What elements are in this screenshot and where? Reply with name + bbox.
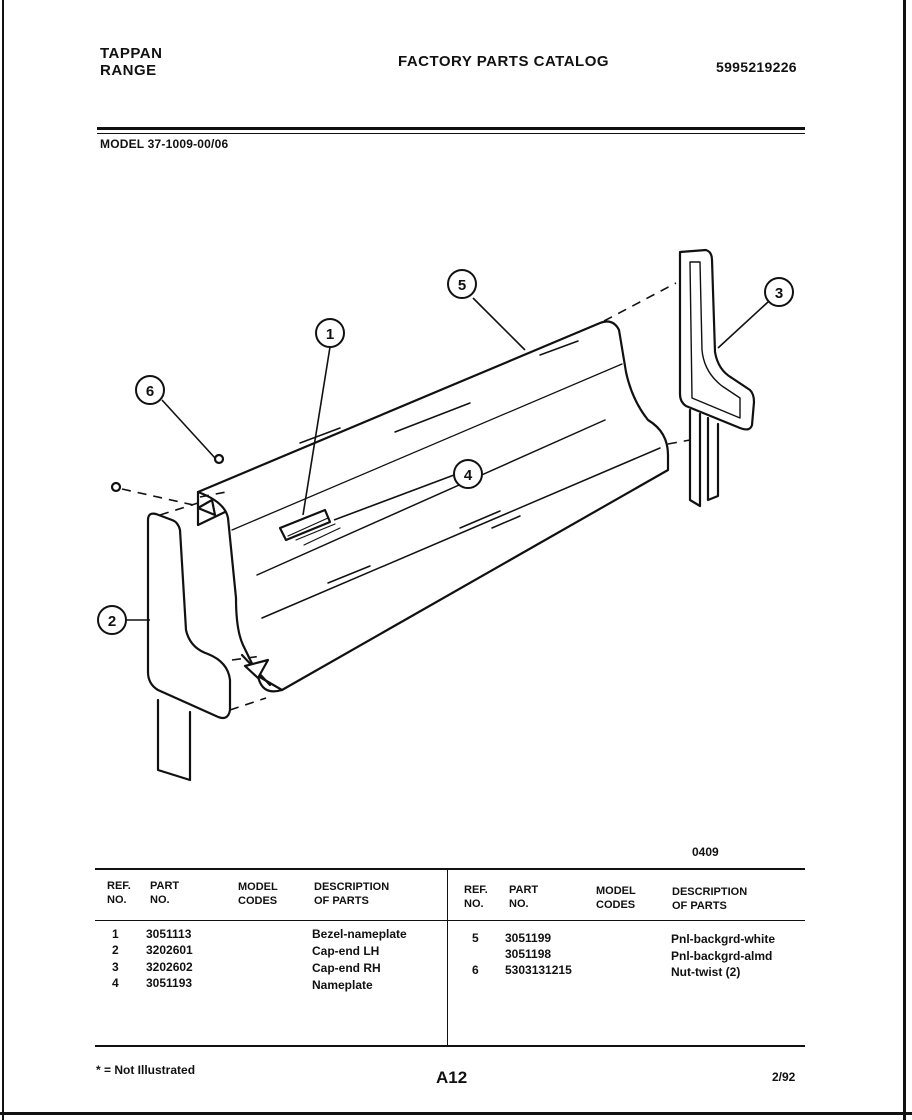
header-description-right: DESCRIPTION OF PARTS: [672, 886, 748, 912]
header-part-no-right: PART NO.: [509, 884, 539, 910]
description-cell: Pnl-backgrd-almd: [671, 949, 773, 963]
callout-label-2: 2: [108, 613, 116, 630]
brand-line-1: TAPPAN: [100, 45, 163, 62]
table-rule-top: [95, 868, 805, 870]
end-cap-right: [678, 248, 756, 508]
part-cell: 3051198: [505, 947, 552, 961]
description-cell: Nameplate: [312, 978, 373, 992]
callout-circle-2: [97, 605, 127, 635]
header-ref-no-right: REF. NO.: [464, 884, 488, 910]
callout-labels: 1 2 3 4 5 6: [108, 277, 783, 630]
ref-cell: 6: [472, 963, 479, 977]
ref-cell: 1: [112, 927, 119, 941]
callout-circle-6: [135, 375, 165, 405]
page-border-bottom: [0, 1112, 912, 1115]
nameplate: [278, 508, 341, 546]
leader-lines: [126, 297, 769, 621]
part-cell: 5303131215: [505, 963, 572, 977]
catalog-number: 5995219226: [716, 59, 797, 75]
ref-cell: 4: [112, 976, 119, 990]
page-border-left: [2, 0, 4, 1120]
end-cap-left: [146, 512, 232, 782]
alignment-lines: [121, 282, 691, 711]
callout-label-1: 1: [326, 326, 334, 343]
ref-cell: 5: [472, 931, 479, 945]
table-column-divider: [447, 868, 448, 1046]
callout-label-5: 5: [458, 277, 466, 294]
page-number: A12: [436, 1068, 468, 1087]
exploded-parts-diagram: 1 2 3 4 5 6: [97, 248, 794, 782]
table-rule-header: [95, 920, 805, 921]
ref-cell: 2: [112, 943, 119, 957]
description-cell: Cap-end RH: [312, 961, 381, 975]
callout-circle-1: [315, 318, 345, 348]
description-cell: Pnl-backgrd-white: [671, 932, 776, 946]
header-model-codes-right: MODEL CODES: [596, 885, 636, 911]
part-cell: 3051113: [146, 927, 192, 941]
brand-name: TAPPAN RANGE: [100, 45, 162, 79]
part-cell: 3051199: [505, 931, 552, 945]
header-model-codes-left: MODEL CODES: [238, 881, 278, 907]
ref-cell: 3: [112, 960, 119, 974]
catalog-title: FACTORY PARTS CATALOG: [398, 53, 610, 70]
callout-circle-3: [764, 277, 794, 307]
part-cell: 3202602: [146, 960, 193, 974]
header-rule-thin: [97, 133, 805, 134]
callout-circles: [97, 269, 794, 635]
part-cell: 3202601: [146, 943, 193, 957]
part-cell: 3051193: [146, 976, 193, 990]
description-cell: Cap-end LH: [312, 944, 380, 958]
callout-label-6: 6: [146, 383, 154, 400]
illustration-code: 0409: [692, 845, 719, 859]
callout-circle-4: [453, 459, 483, 489]
backguard-panel: [196, 320, 670, 693]
callout-label-4: 4: [464, 467, 473, 484]
not-illustrated-note: * = Not Illustrated: [96, 1063, 196, 1077]
description-cell: Nut-twist (2): [671, 965, 741, 979]
model-number: MODEL 37-1009-00/06: [100, 137, 229, 151]
table-rule-bottom: [95, 1045, 805, 1047]
page-border-right: [903, 0, 906, 1120]
twist-nut: [110, 453, 225, 493]
brand-line-2: RANGE: [100, 62, 157, 79]
header-description-left: DESCRIPTION OF PARTS: [314, 881, 390, 907]
callout-circle-5: [447, 269, 477, 299]
revision-date: 2/92: [772, 1070, 796, 1084]
header-part-no-left: PART NO.: [150, 880, 180, 906]
header-rule: [97, 127, 805, 130]
callout-label-3: 3: [775, 285, 783, 302]
description-cell: Bezel-nameplate: [312, 927, 407, 941]
header-ref-no-left: REF. NO.: [107, 880, 131, 906]
